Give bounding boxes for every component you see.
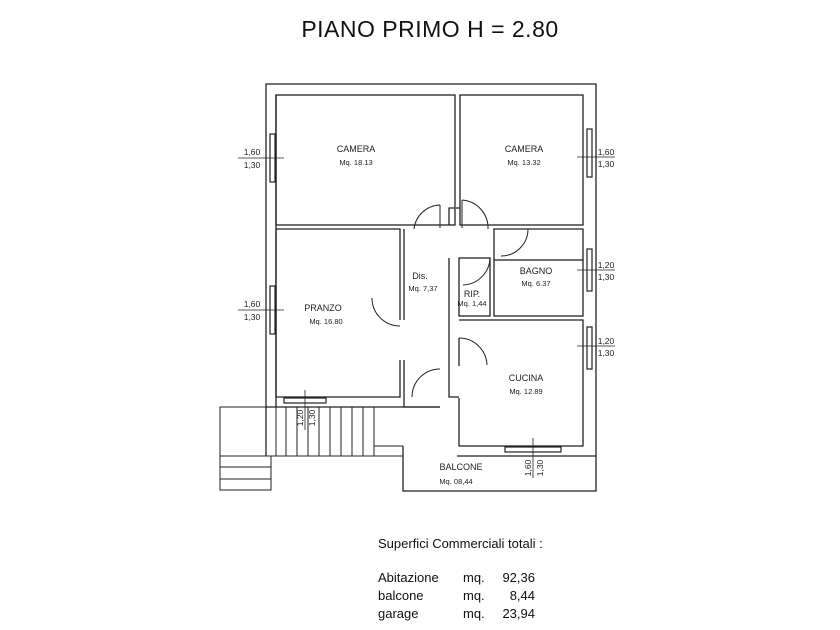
room-label: PRANZO [304,303,342,313]
balcony-stairs [219,406,403,491]
totals-header: Superfici Commerciali totali : [378,536,543,551]
window-height: 1,30 [598,348,615,358]
room-area: Mq. 16.80 [309,317,342,326]
room-bagno [493,259,584,317]
room-area: Mq. 18.13 [339,158,372,167]
window-height: 1,30 [598,159,615,169]
room-label: CAMERA [337,144,376,154]
room-label: RIP. [464,289,480,299]
room-label: CUCINA [509,373,544,383]
window-width: 1,20 [295,409,305,426]
window-height: 1,30 [244,160,261,170]
room-label: BALCONE [439,462,482,472]
room-rip [458,257,491,317]
window-height: 1,30 [535,459,545,476]
room-area: Mq. 1,44 [457,299,486,308]
room-area: Mq. 13.32 [507,158,540,167]
window-width: 1,20 [598,336,615,346]
doors [371,199,529,398]
window-height: 1,30 [598,272,615,282]
plan-title: PIANO PRIMO H = 2.80 [301,16,559,42]
room-label: BAGNO [520,266,553,276]
dimension-lines [238,156,615,478]
window-height: 1,30 [307,409,317,426]
window-width: 1,60 [523,459,533,476]
room-camera-right [459,94,584,226]
room-label: Dis. [412,271,428,281]
window-width: 1,20 [598,260,615,270]
room-area: Mq. 7,37 [408,284,437,293]
room-camera-left [275,94,456,226]
window-width: 1,60 [244,147,261,157]
room-area: Mq. 6.37 [521,279,550,288]
room-area: Mq. 12.89 [509,387,542,396]
room-cucina [458,319,584,447]
window-width: 1,60 [244,299,261,309]
window-height: 1,30 [244,312,261,322]
room-pranzo [275,228,401,398]
room-area: Mq. 08,44 [439,477,472,486]
commercial-area-totals: Superfici Commerciali totali : Abitazion… [378,535,543,623]
room-label: CAMERA [505,144,544,154]
window-width: 1,60 [598,147,615,157]
